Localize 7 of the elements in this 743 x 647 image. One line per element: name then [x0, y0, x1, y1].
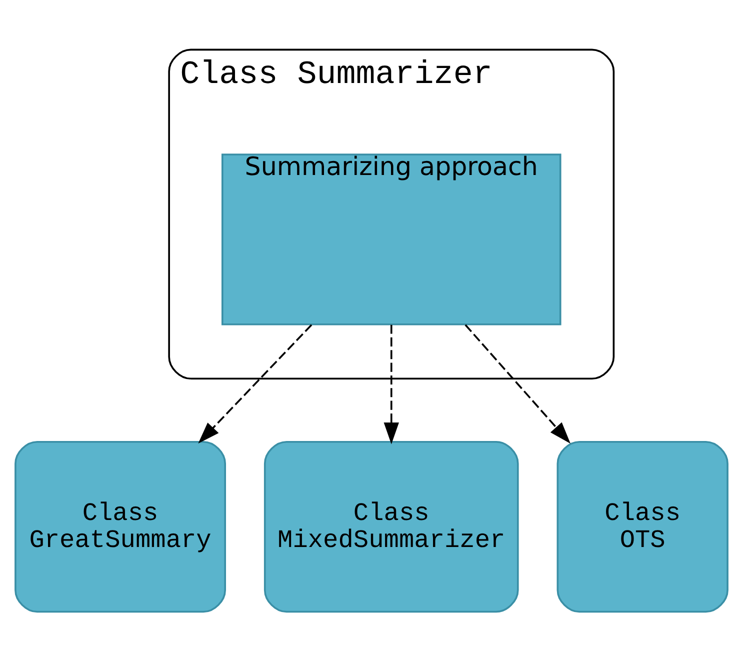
arrow [384, 324, 399, 444]
node-box: Class GreatSummary [14, 440, 226, 613]
node-box: Class MixedSummarizer [264, 440, 519, 613]
arrow [464, 324, 570, 444]
arrow [198, 324, 312, 444]
node-box: Summarizing approach [222, 154, 562, 326]
node-box: Class OTS [556, 440, 728, 613]
